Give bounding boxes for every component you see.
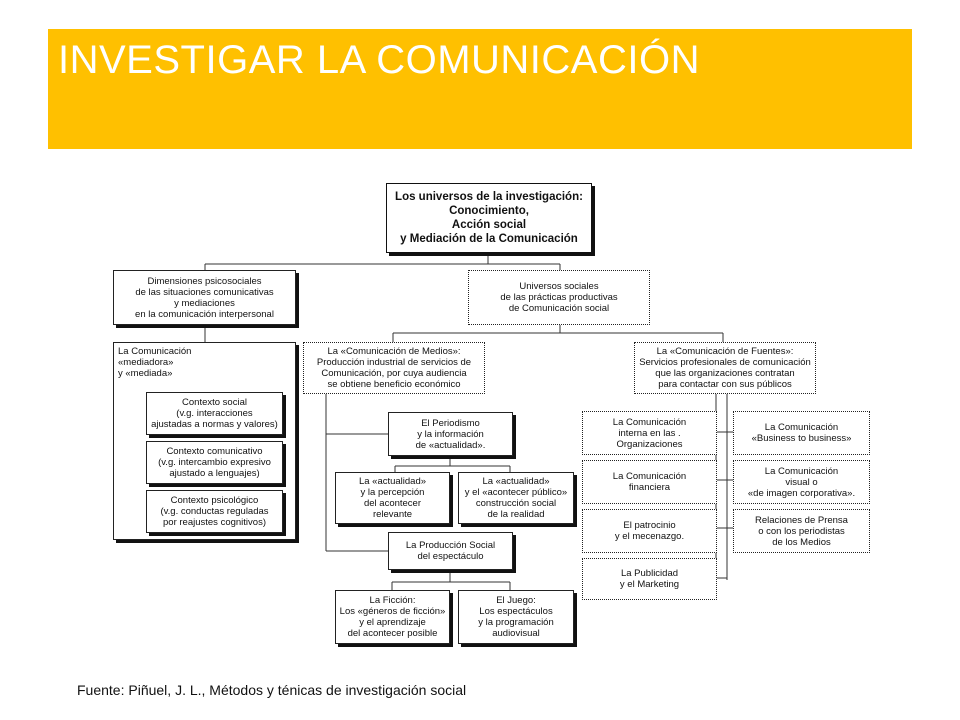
publicidad-line-2: y el Marketing [619,579,680,590]
visual-line-1: La Comunicación [764,465,839,477]
produccion-social-line-2: del espectáculo [417,551,484,562]
actualidad-percepcion-line-4: relevante [372,509,413,520]
dimensiones-line-2: de las situaciones comunicativas [135,286,274,298]
ficcion-line-4: del acontecer posible [347,628,438,639]
juego-line-3: y la programación [478,617,554,628]
prensa-box: Relaciones de Prensa o con los periodist… [733,509,870,553]
publicidad-line-1: La Publicidad [620,568,679,579]
fuentes-line-2: Servicios profesionales de comunicación [639,357,811,368]
fuentes-line-1: La «Comunicación de Fuentes»: [656,346,794,357]
contexto-comunicativo-line-2: (v.g. intercambio expresivo [158,457,271,468]
dimensiones-line-4: en la comunicación interpersonal [135,308,274,320]
universos-line-1: Universos sociales [519,281,599,292]
dimensiones-line-3: y mediaciones [174,297,235,309]
contexto-comunicativo-line-1: Contexto comunicativo [166,446,263,457]
patrocinio-box: El patrocinio y el mecenazgo. [582,509,717,553]
prensa-line-2: o con los periodistas [758,525,845,537]
actualidad-percepcion-line-2: y la percepción [360,487,425,498]
mediadora-line-3: y «mediada» [118,368,173,379]
fuentes-line-4: para contactar con sus públicos [658,379,792,390]
contexto-comunicativo-box: Contexto comunicativo (v.g. intercambio … [146,441,283,484]
contexto-psicologico-line-1: Contexto psicológico [170,495,259,506]
mediadora-line-1: La Comunicación [118,346,192,357]
prensa-line-3: de los Medios [772,536,831,548]
b2b-line-1: La Comunicación [764,422,839,433]
source-citation: Fuente: Piñuel, J. L., Métodos y ténicas… [77,682,466,698]
universos-box: Universos sociales de las prácticas prod… [468,270,650,325]
contexto-social-line-1: Contexto social [182,397,247,408]
slide-title: INVESTIGAR LA COMUNICACIÓN [58,38,700,82]
actualidad-publico-line-4: de la realidad [487,509,545,520]
financiera-box: La Comunicación financiera [582,460,717,504]
root-line-4: y Mediación de la Comunicación [400,233,578,245]
interna-box: La Comunicación interna en las . Organiz… [582,411,717,455]
visual-line-2: visual o [785,476,818,488]
financiera-line-1: La Comunicación [612,471,687,482]
contexto-social-box: Contexto social (v.g. interacciones ajus… [146,392,283,435]
medios-line-1: La «Comunicación de Medios»: [327,346,461,357]
periodismo-box: El Periodismo y la información de «actua… [388,412,513,456]
dimensiones-box: Dimensiones psicosociales de las situaci… [113,270,296,325]
periodismo-line-1: El Periodismo [421,417,480,429]
title-banner [48,29,912,149]
juego-line-1: El Juego: [496,595,536,606]
actualidad-publico-line-1: La «actualidad» [482,476,550,487]
medios-line-4: se obtiene beneficio económico [327,379,461,390]
medios-line-3: Comunicación, por cuya audiencia [321,368,467,379]
patrocinio-line-1: El patrocinio [623,520,676,531]
interna-line-2: interna en las . [618,427,681,439]
juego-line-4: audiovisual [492,628,540,639]
root-line-2: Conocimiento, [449,205,529,217]
actualidad-publico-line-2: y el «acontecer público» [464,487,568,498]
medios-box: La «Comunicación de Medios»: Producción … [303,342,485,394]
universos-line-2: de las prácticas productivas [500,292,618,303]
contexto-psicologico-line-3: por reajustes cognitivos) [163,517,266,528]
publicidad-box: La Publicidad y el Marketing [582,558,717,600]
b2b-line-2: «Business to business» [751,433,852,444]
actualidad-publico-box: La «actualidad» y el «acontecer público»… [458,472,574,524]
b2b-box: La Comunicación «Business to business» [733,411,870,455]
actualidad-publico-line-3: construcción social [475,498,557,509]
source-reference: , J. L., Métodos y ténicas de investigac… [167,682,467,698]
root-line-3: Acción social [451,219,527,231]
contexto-social-line-2: (v.g. interacciones [176,408,253,419]
contexto-comunicativo-line-3: ajustado a lenguajes) [169,468,260,479]
visual-box: La Comunicación visual o «de imagen corp… [733,460,870,504]
ficcion-line-1: La Ficción: [369,595,416,606]
juego-box: El Juego: Los espectáculos y la programa… [458,590,574,644]
ficcion-line-2: Los «géneros de ficción» [339,606,446,617]
prensa-line-1: Relaciones de Prensa [755,514,848,526]
mediadora-line-2: «mediadora» [118,357,174,368]
medios-line-2: Producción industrial de servicios de [316,357,472,368]
actualidad-percepcion-line-3: del acontecer [363,498,422,509]
produccion-social-box: La Producción Social del espectáculo [388,532,513,570]
periodismo-line-2: y la información [417,428,484,440]
interna-line-1: La Comunicación [612,416,687,428]
universos-line-3: de Comunicación social [508,303,610,314]
root-box: Los universos de la investigación: Conoc… [386,183,592,253]
contexto-social-line-3: ajustadas a normas y valores) [151,419,278,430]
visual-line-3: «de imagen corporativa». [747,487,856,499]
dimensiones-line-1: Dimensiones psicosociales [147,275,262,287]
contexto-psicologico-box: Contexto psicológico (v.g. conductas reg… [146,490,283,533]
patrocinio-line-2: y el mecenazgo. [614,531,685,542]
contexto-psicologico-line-2: (v.g. conductas reguladas [160,506,269,517]
ficcion-box: La Ficción: Los «géneros de ficción» y e… [335,590,450,644]
actualidad-percepcion-line-1: La «actualidad» [358,476,427,487]
juego-line-2: Los espectáculos [479,606,553,617]
interna-line-3: Organizaciones [616,438,683,450]
fuentes-box: La «Comunicación de Fuentes»: Servicios … [634,342,816,394]
produccion-social-line-1: La Producción Social [405,540,496,551]
periodismo-line-3: de «actualidad». [415,439,486,451]
ficcion-line-3: y el aprendizaje [359,617,426,628]
root-line-1: Los universos de la investigación: [395,191,583,203]
actualidad-percepcion-box: La «actualidad» y la percepción del acon… [335,472,450,524]
financiera-line-2: financiera [628,482,671,493]
fuentes-line-3: que las organizaciones contratan [655,368,795,379]
source-label: Fuente: Piñuel [77,682,168,698]
